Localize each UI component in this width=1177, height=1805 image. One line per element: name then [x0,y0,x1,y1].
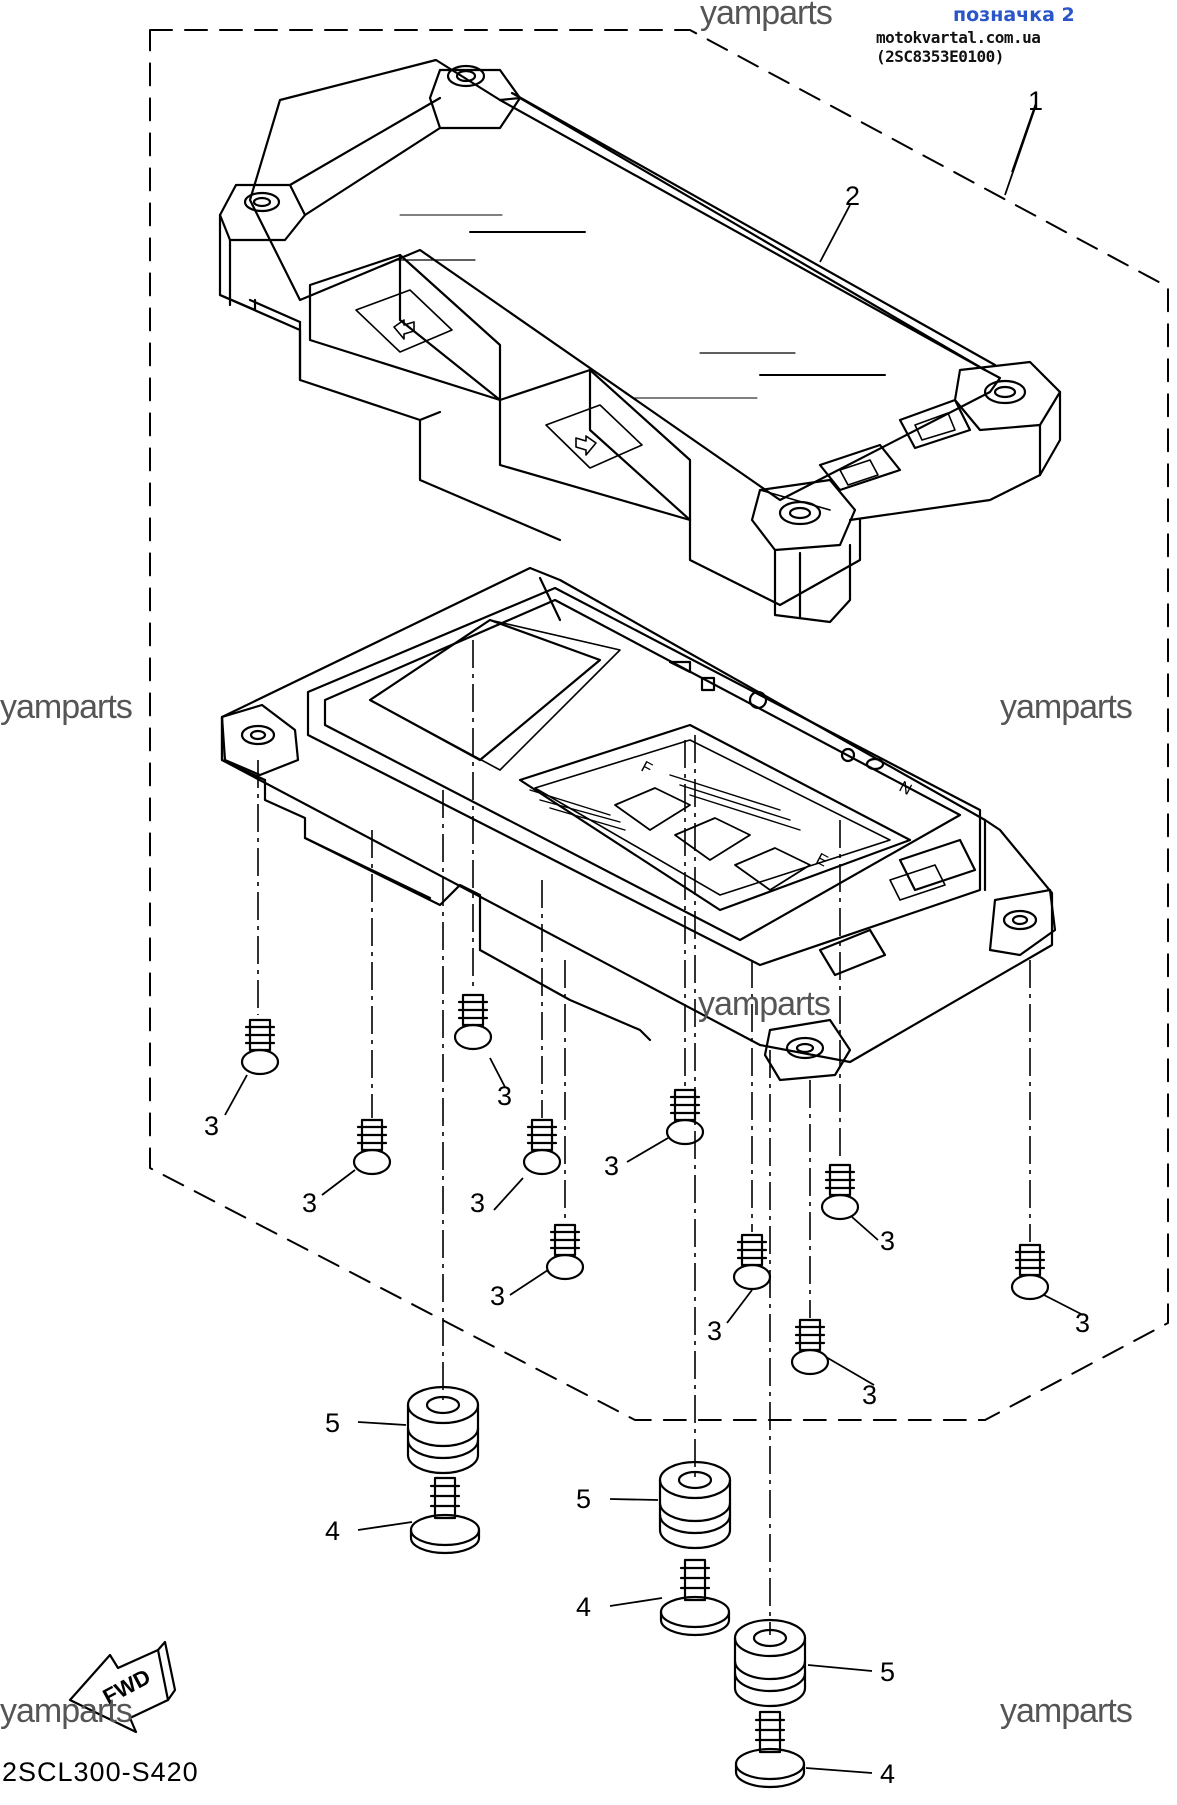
watermark: yamparts [700,0,833,32]
callout-5: 5 [880,1657,895,1687]
callout-4: 4 [325,1516,340,1546]
meter-case [220,566,1057,1082]
screw-group [240,993,1050,1376]
callout-3: 3 [880,1226,895,1256]
grommet-group [406,1385,807,1708]
callout-4: 4 [576,1592,591,1622]
screw [820,1163,860,1221]
callout-3: 3 [490,1281,505,1311]
callout-3: 3 [1075,1308,1090,1338]
grommet [733,1618,807,1708]
callout-3: 3 [707,1316,722,1346]
screw [545,1223,585,1281]
screw [522,1118,562,1176]
header-source: motokvartal.com.ua (2SC8353E0100) [876,28,1041,66]
screw [1010,1243,1050,1301]
callout-3: 3 [470,1188,485,1218]
callout-3: 3 [604,1151,619,1181]
grommet [406,1385,480,1475]
bolt [409,1476,481,1555]
callout-5: 5 [325,1408,340,1438]
callout-5: 5 [576,1484,591,1514]
screw [732,1233,772,1291]
watermark: yamparts [1000,1692,1133,1730]
watermark: yamparts [0,688,133,726]
bolt [659,1558,731,1637]
bolt-group [409,1476,806,1789]
screw [364,1150,384,1170]
assembly-boundary [149,29,1169,1421]
screw [453,993,493,1051]
fuel-full-glyph: F [638,759,655,779]
meter-cover [218,58,1062,624]
leader-lines [224,102,1084,1774]
callout-1: 1 [1028,86,1043,116]
screw [240,1018,280,1076]
figure-code: 2SCL300-S420 [2,1757,199,1787]
screw [790,1318,830,1376]
screw [352,1118,392,1176]
screw [665,1088,705,1146]
callout-3: 3 [862,1380,877,1410]
watermark: yamparts [0,1692,133,1730]
fwd-arrow [68,1640,177,1734]
callout-3: 3 [204,1111,219,1141]
bolt [734,1710,806,1789]
watermark: yamparts [698,985,831,1023]
callout-3: 3 [302,1188,317,1218]
callout-4: 4 [880,1759,895,1789]
callout-2: 2 [845,181,860,211]
center-lines [257,640,1031,1635]
header-tag: позначка 2 [953,4,1075,26]
callout-3: 3 [497,1081,512,1111]
watermark: yamparts [1000,688,1133,726]
